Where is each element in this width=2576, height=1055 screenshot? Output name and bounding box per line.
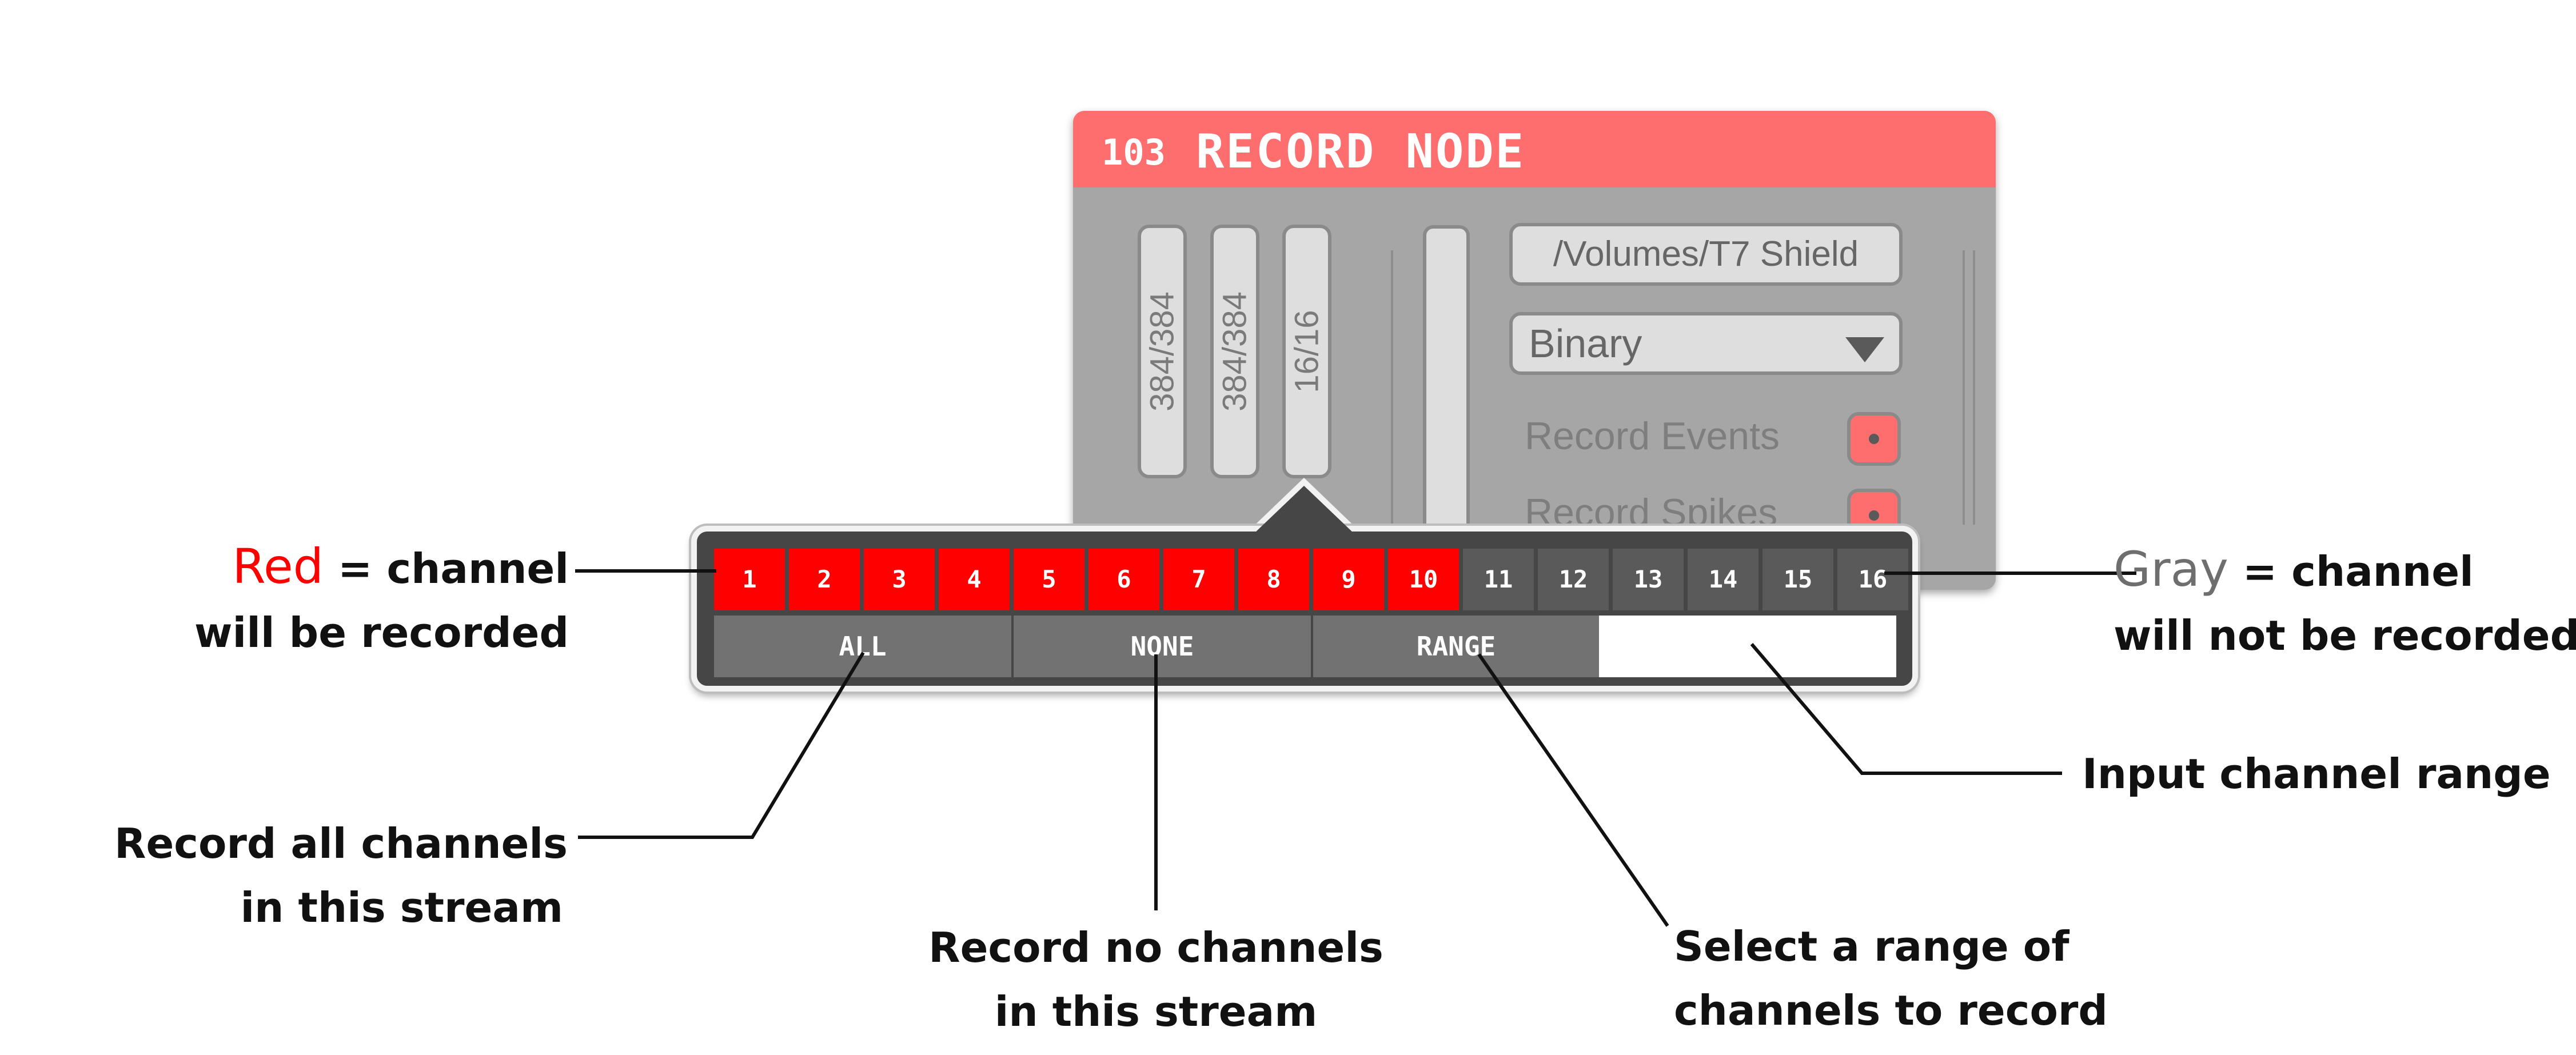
channel-button-8[interactable]: 8 — [1238, 549, 1309, 610]
record-dot-icon — [1869, 510, 1879, 521]
button-divider — [1011, 616, 1014, 677]
channel-button-6[interactable]: 6 — [1088, 549, 1159, 610]
input-annotation: Input channel range — [2082, 742, 2551, 806]
channel-button-14[interactable]: 14 — [1688, 549, 1758, 610]
gray-legend-line1: = channel — [2228, 548, 2474, 596]
record-dot-icon — [1869, 434, 1879, 444]
dropdown-arrow-icon — [1845, 337, 1884, 362]
record-events-toggle[interactable] — [1847, 412, 1901, 466]
leader-input — [1750, 643, 2062, 775]
select-none-button[interactable]: NONE — [1014, 616, 1311, 677]
input-annotation-line1: Input channel range — [2082, 750, 2551, 798]
node-id: 103 — [1102, 131, 1166, 173]
channel-button-4[interactable]: 4 — [939, 549, 1010, 610]
channel-button-15[interactable]: 15 — [1762, 549, 1833, 610]
channel-button-9[interactable]: 9 — [1313, 549, 1384, 610]
node-title-bar[interactable]: 103 RECORD NODE — [1073, 111, 1996, 187]
gray-keyword: Gray — [2114, 541, 2228, 597]
gray-legend: Gray = channel will not be recorded — [2114, 537, 2576, 668]
stream-button-2[interactable]: 384/384 — [1210, 225, 1259, 478]
channel-button-1[interactable]: 1 — [714, 549, 785, 610]
leader-range — [1477, 653, 1669, 927]
select-range-button[interactable]: RANGE — [1313, 616, 1599, 677]
stream-button-3[interactable]: 16/16 — [1282, 225, 1331, 478]
leader-all — [578, 652, 865, 839]
red-keyword: Red — [232, 538, 324, 594]
select-all-button[interactable]: ALL — [714, 616, 1011, 677]
gray-legend-emphasis: not — [2208, 612, 2286, 660]
gray-legend-suffix: be recorded — [2285, 612, 2576, 660]
range-annotation-line1: Select a range of — [1674, 922, 2069, 970]
resize-rail — [1963, 250, 1965, 525]
record-node-panel: 103 RECORD NODE 384/384 384/384 16/16 /V… — [1073, 111, 1996, 590]
channel-button-2[interactable]: 2 — [789, 549, 860, 610]
channel-button-5[interactable]: 5 — [1014, 549, 1084, 610]
all-annotation: Record all channels in this stream — [114, 812, 568, 940]
all-annotation-line1: Record all channels — [114, 820, 568, 868]
none-annotation-line1: Record no channels — [928, 924, 1383, 972]
stream-button-1[interactable]: 384/384 — [1138, 225, 1187, 478]
channel-button-13[interactable]: 13 — [1613, 549, 1684, 610]
gray-legend-prefix: will — [2114, 612, 2208, 660]
record-events-label: Record Events — [1525, 414, 1780, 458]
node-title: RECORD NODE — [1196, 125, 1526, 179]
none-annotation: Record no channels in this stream — [893, 916, 1419, 1044]
red-legend-line2: will be recorded — [194, 609, 569, 657]
format-value: Binary — [1529, 321, 1642, 366]
format-select[interactable]: Binary — [1509, 312, 1903, 375]
channel-range-input[interactable] — [1599, 616, 1896, 677]
channel-button-3[interactable]: 3 — [864, 549, 935, 610]
resize-rail — [1973, 250, 1975, 525]
directory-field[interactable]: /Volumes/T7 Shield — [1509, 223, 1903, 286]
range-annotation: Select a range of channels to record — [1674, 914, 2108, 1042]
all-annotation-line2: in this stream — [240, 884, 563, 932]
channel-button-16[interactable]: 16 — [1837, 549, 1908, 610]
button-divider — [1311, 616, 1313, 677]
channel-button-7[interactable]: 7 — [1163, 549, 1234, 610]
red-legend-line1: = channel — [323, 545, 569, 593]
channel-button-10[interactable]: 10 — [1388, 549, 1459, 610]
popup-pointer — [1254, 486, 1354, 534]
divider — [1391, 250, 1393, 576]
red-legend: Red = channel will be recorded — [172, 534, 569, 665]
channel-button-11[interactable]: 11 — [1463, 549, 1534, 610]
channel-button-12[interactable]: 12 — [1538, 549, 1609, 610]
none-annotation-line2: in this stream — [994, 988, 1318, 1036]
range-annotation-line2: channels to record — [1674, 986, 2108, 1034]
